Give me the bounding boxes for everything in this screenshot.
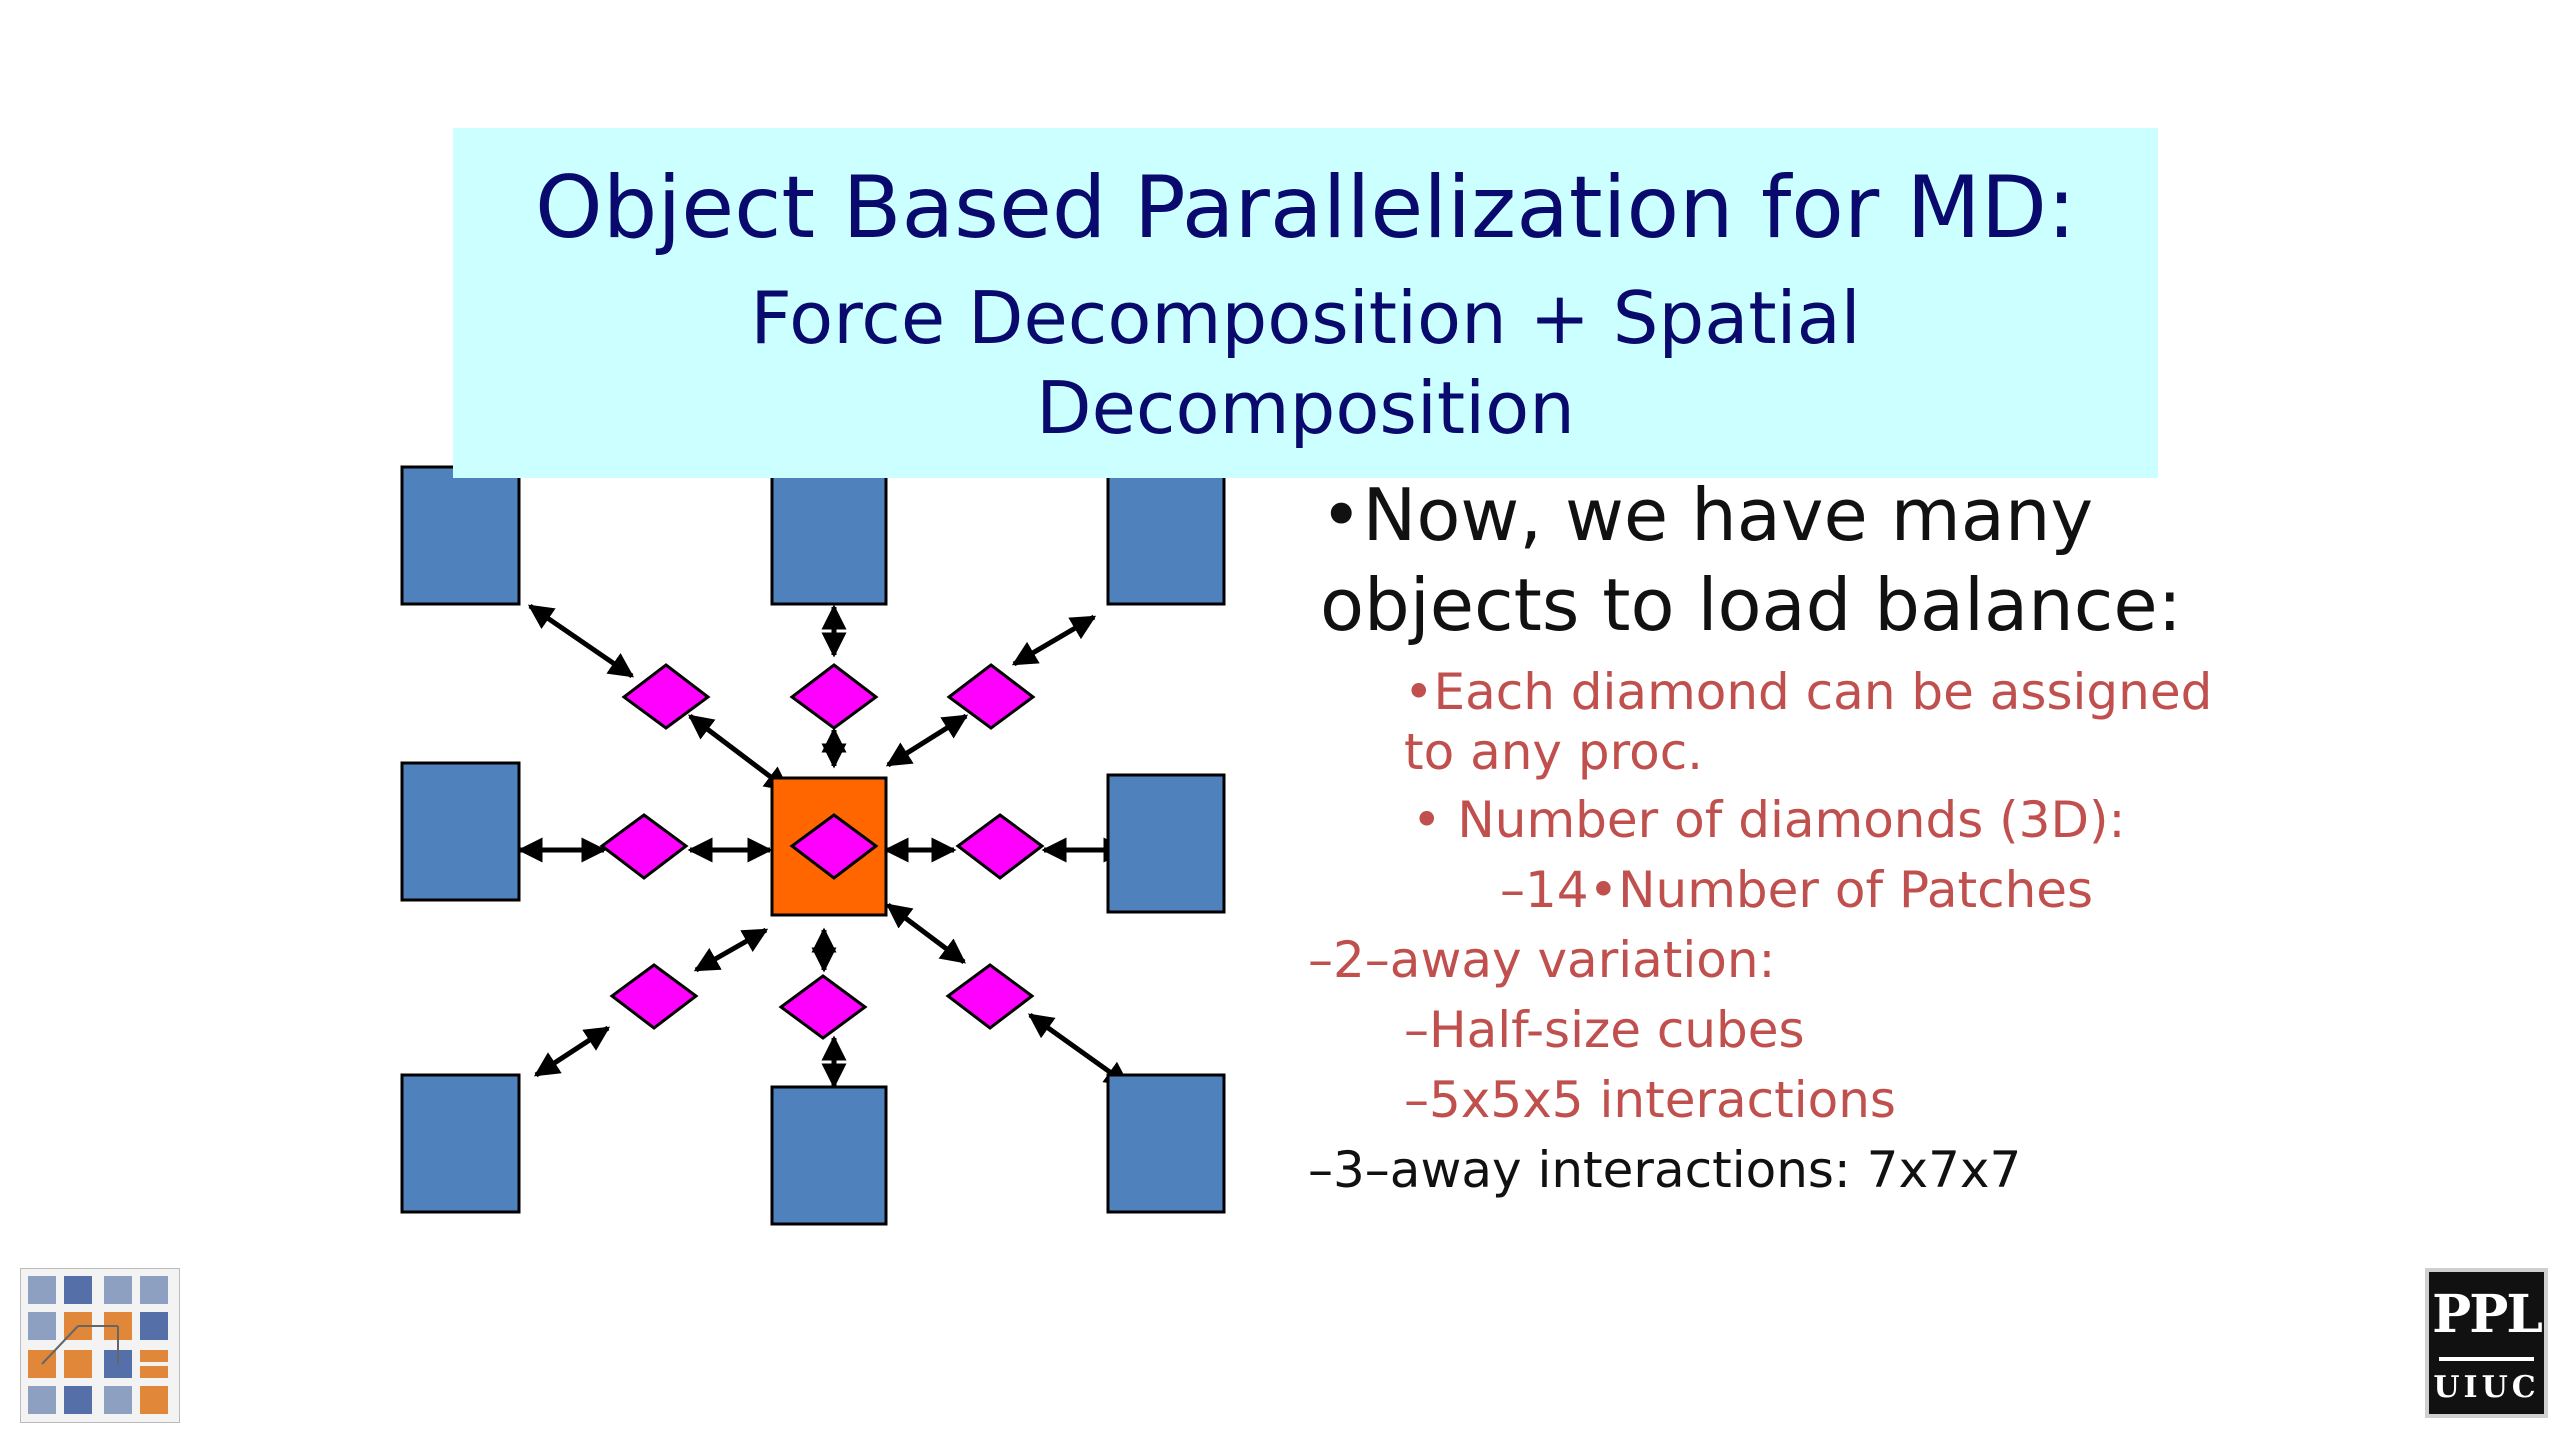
subtitle-line: Decomposition	[1036, 366, 1575, 450]
compute-diamond	[789, 813, 879, 880]
ppl-logo-bottom: UIUC	[2433, 1370, 2540, 1405]
bullet-line: objects to load balance:	[1320, 563, 2182, 647]
arrow	[886, 903, 966, 964]
arrow	[1011, 614, 1097, 667]
bullet-main: •Now, we have many objects to load balan…	[1320, 470, 2182, 650]
patch-cube	[400, 761, 521, 902]
patch-cube	[400, 465, 521, 606]
bullet-2away: –2–away variation:	[1308, 931, 1776, 989]
ppl-logo-top: PPL	[2432, 1284, 2543, 1345]
compute-diamond	[621, 663, 711, 730]
title-banner: Object Based Parallelization for MD: For…	[453, 128, 2158, 478]
slide-subtitle: Force Decomposition + Spatial Decomposit…	[453, 273, 2158, 453]
arrow	[533, 1025, 611, 1078]
patch-cube	[400, 1073, 521, 1214]
patch-cube	[770, 1085, 888, 1226]
arrow	[1027, 1012, 1131, 1088]
bullet-3away: –3–away interactions: 7x7x7	[1308, 1141, 2022, 1199]
bullet-patch-count: –14•Number of Patches	[1500, 861, 2094, 919]
arrow	[527, 603, 635, 679]
bullet-diamond-count: • Number of diamonds (3D):	[1412, 791, 2126, 849]
bullet-diamond-assign: •Each diamond can be assigned to any pro…	[1404, 662, 2212, 782]
compute-diamond	[599, 813, 689, 880]
bullet-half-size: –Half-size cubes	[1404, 1001, 1805, 1059]
arrow	[885, 713, 969, 768]
compute-diamond	[955, 813, 1045, 880]
patch-cube	[1106, 773, 1226, 914]
slide-title: Object Based Parallelization for MD:	[535, 158, 2076, 258]
bullet-line: •Now, we have many	[1320, 473, 2094, 557]
patch-cube	[1106, 465, 1226, 606]
compute-diamond	[778, 974, 868, 1040]
compute-diamond	[789, 663, 879, 730]
compute-diamond	[946, 663, 1036, 730]
patch-cube	[770, 465, 888, 606]
bullet-line: to any proc.	[1404, 723, 1704, 781]
arrow	[693, 927, 769, 973]
bullet-5x5x5: –5x5x5 interactions	[1404, 1071, 1896, 1129]
bullet-line: •Each diamond can be assigned	[1404, 663, 2213, 721]
ppl-uiuc-logo: PPL UIUC	[2425, 1268, 2548, 1418]
compute-diamond	[609, 963, 699, 1030]
compute-diamond	[945, 963, 1035, 1030]
charm-grid-logo	[20, 1268, 180, 1423]
diagram-arrows	[517, 603, 1131, 1089]
ppl-logo-divider	[2439, 1357, 2534, 1361]
subtitle-line: Force Decomposition + Spatial	[750, 276, 1861, 360]
patch-cube	[1106, 1073, 1226, 1214]
